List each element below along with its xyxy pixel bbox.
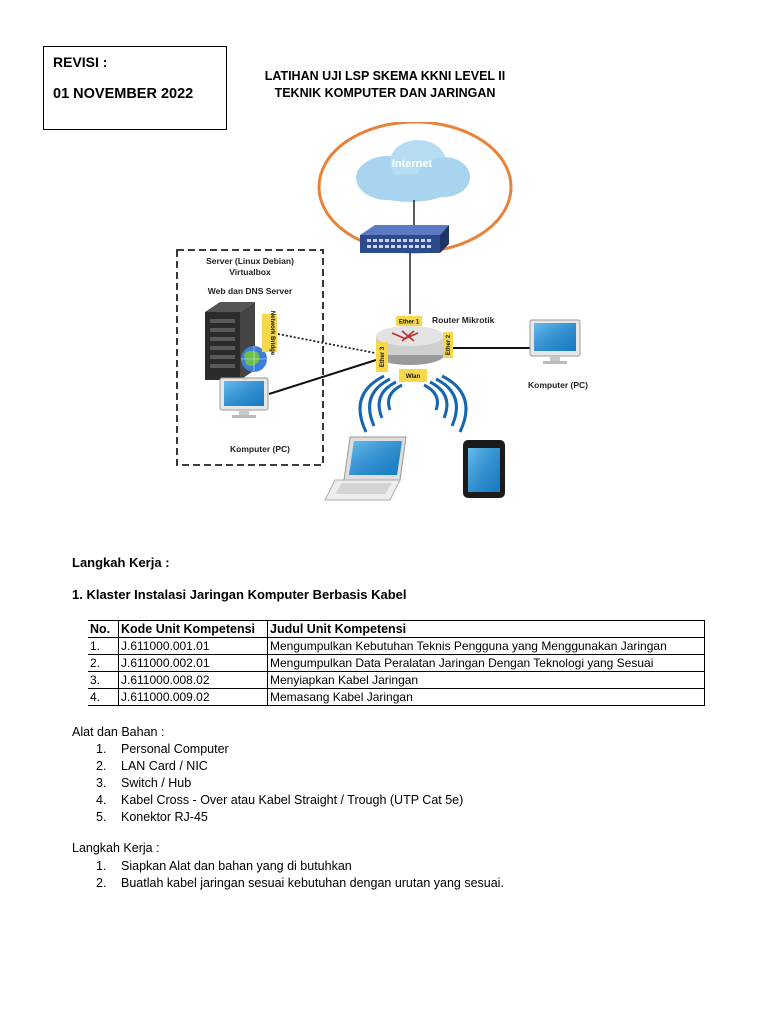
internet-label: Internet	[392, 158, 433, 170]
langkah-kerja-subheading: Langkah Kerja :	[72, 841, 160, 855]
competency-table: No. Kode Unit Kompetensi Judul Unit Komp…	[88, 620, 705, 706]
wifi-signal-icon	[358, 374, 468, 433]
router-icon	[376, 326, 444, 365]
list-item: 2. LAN Card / NIC	[96, 758, 463, 775]
ether3-label: Ether 3	[380, 346, 386, 367]
list-item: 1. Siapkan Alat dan bahan yang di butuhka…	[96, 858, 504, 875]
column-header-judul: Judul Unit Kompetensi	[267, 620, 705, 638]
table-header-row: No. Kode Unit Kompetensi Judul Unit Komp…	[88, 620, 705, 638]
column-header-kode: Kode Unit Kompetensi	[118, 620, 268, 638]
list-item-number: 4.	[96, 793, 107, 807]
alat-bahan-list: 1. Personal Computer 2. LAN Card / NIC 3. S…	[96, 741, 463, 826]
table-row: 3. J.611000.008.02 Menyiapkan Kabel Jari…	[88, 671, 705, 689]
list-item-number: 1.	[96, 859, 107, 873]
ether2-label: Ether 2	[446, 334, 452, 355]
alat-bahan-heading: Alat dan Bahan :	[72, 725, 165, 739]
list-item-number: 2.	[96, 759, 107, 773]
tablet-icon	[463, 440, 505, 498]
ether2-port	[443, 332, 453, 358]
switch-icon	[360, 225, 449, 253]
klaster-heading: 1. Klaster Instalasi Jaringan Komputer B…	[72, 587, 407, 602]
list-item: 2. Buatlah kabel jaringan sesuai kebutuha…	[96, 875, 504, 892]
list-item-number: 2.	[96, 876, 107, 890]
cell-kode: J.611000.002.01	[118, 654, 268, 672]
langkah-kerja-list: 1. Siapkan Alat dan bahan yang di butuhka…	[96, 858, 504, 892]
cell-no: 2.	[88, 654, 119, 672]
left-pc-router-link	[268, 359, 377, 395]
internet-cloud-icon	[356, 140, 470, 202]
revision-date: 01 NOVEMBER 2022	[53, 86, 194, 102]
network-bridge-tag	[262, 314, 277, 352]
ether1-label: Ether 1	[399, 320, 420, 326]
right-computer-label: Komputer (PC)	[528, 380, 588, 390]
list-item: 3. Switch / Hub	[96, 775, 463, 792]
cell-judul: Mengumpulkan Data Peralatan Jaringan Den…	[267, 654, 705, 672]
left-computer-icon	[219, 377, 269, 418]
ether1-port	[396, 316, 422, 326]
document-title-line2: TEKNIK KOMPUTER DAN JARINGAN	[274, 86, 496, 100]
cell-no: 1.	[88, 637, 119, 655]
list-item-number: 3.	[96, 776, 107, 790]
table-row: 4. J.611000.009.02 Memasang Kabel Jaring…	[88, 688, 705, 706]
list-item: 5. Konektor RJ-45	[96, 809, 463, 826]
list-item-text: Switch / Hub	[121, 776, 192, 790]
wlan-label: Wlan	[406, 374, 421, 380]
table-row: 2. J.611000.002.01 Mengumpulkan Data Per…	[88, 654, 705, 672]
cell-judul: Menyiapkan Kabel Jaringan	[267, 671, 705, 689]
cell-kode: J.611000.009.02	[118, 688, 268, 706]
cell-judul: Memasang Kabel Jaringan	[267, 688, 705, 706]
laptop-icon	[324, 436, 407, 501]
revision-label: REVISI :	[53, 54, 108, 70]
network-topology-diagram: Internet Server (Linux Debian) Virtualbo…	[176, 122, 588, 501]
virtualbox-label: Virtualbox	[229, 267, 271, 277]
left-computer-label: Komputer (PC)	[230, 444, 290, 454]
cell-kode: J.611000.008.02	[118, 671, 268, 689]
web-dns-label: Web dan DNS Server	[208, 286, 293, 296]
ether3-port	[376, 342, 388, 372]
network-bridge-label: Network Bridge	[269, 311, 275, 356]
server-label: Server (Linux Debian)	[206, 256, 294, 266]
bridge-router-link	[277, 333, 376, 354]
list-item-number: 5.	[96, 810, 107, 824]
langkah-kerja-heading: Langkah Kerja :	[72, 555, 170, 570]
globe-icon	[241, 346, 267, 372]
cell-kode: J.611000.001.01	[118, 637, 268, 655]
cell-no: 3.	[88, 671, 119, 689]
right-computer-icon	[529, 319, 581, 364]
table-row: 1. J.611000.001.01 Mengumpulkan Kebutuha…	[88, 637, 705, 655]
server-virtualbox-box	[176, 249, 324, 466]
router-label: Router Mikrotik	[432, 315, 495, 325]
list-item-text: Kabel Cross - Over atau Kabel Straight /…	[121, 793, 464, 807]
cell-no: 4.	[88, 688, 119, 706]
list-item-number: 1.	[96, 742, 107, 756]
document-title-line1: LATIHAN UJI LSP SKEMA KKNI LEVEL II	[264, 69, 506, 83]
list-item-text: LAN Card / NIC	[121, 759, 208, 773]
list-item-text: Buatlah kabel jaringan sesuai kebutuhan …	[121, 876, 504, 890]
wlan-port	[399, 369, 427, 382]
list-item-text: Konektor RJ-45	[121, 810, 208, 824]
list-item: 1. Personal Computer	[96, 741, 463, 758]
list-item-text: Personal Computer	[121, 742, 229, 756]
list-item: 4. Kabel Cross - Over atau Kabel Straight…	[96, 792, 463, 809]
column-header-no: No.	[88, 620, 119, 638]
cell-judul: Mengumpulkan Kebutuhan Teknis Pengguna y…	[267, 637, 705, 655]
list-item-text: Siapkan Alat dan bahan yang di butuhkan	[121, 859, 352, 873]
revision-box	[43, 46, 227, 130]
